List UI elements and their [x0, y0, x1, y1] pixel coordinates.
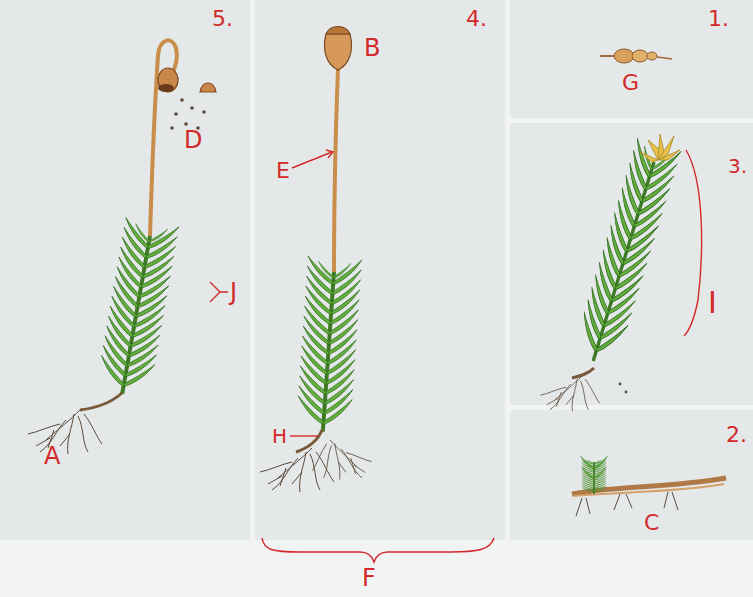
part-letter: E [276, 160, 290, 182]
part-letter: A [44, 444, 60, 468]
panel-number: 3. [728, 156, 747, 176]
part-letter: H [272, 426, 287, 446]
part-letter: D [184, 128, 202, 152]
part-letter: I [708, 288, 717, 318]
panel-number: 1. [708, 8, 729, 30]
part-letter: C [644, 512, 659, 534]
panel-number: 2. [726, 424, 747, 446]
part-letter: G [622, 72, 639, 94]
part-letter: F [362, 566, 376, 590]
part-letter: B [364, 36, 380, 60]
part-letter: J [230, 280, 237, 304]
panel-number: 5. [212, 8, 233, 30]
panel-number: 4. [466, 8, 487, 30]
